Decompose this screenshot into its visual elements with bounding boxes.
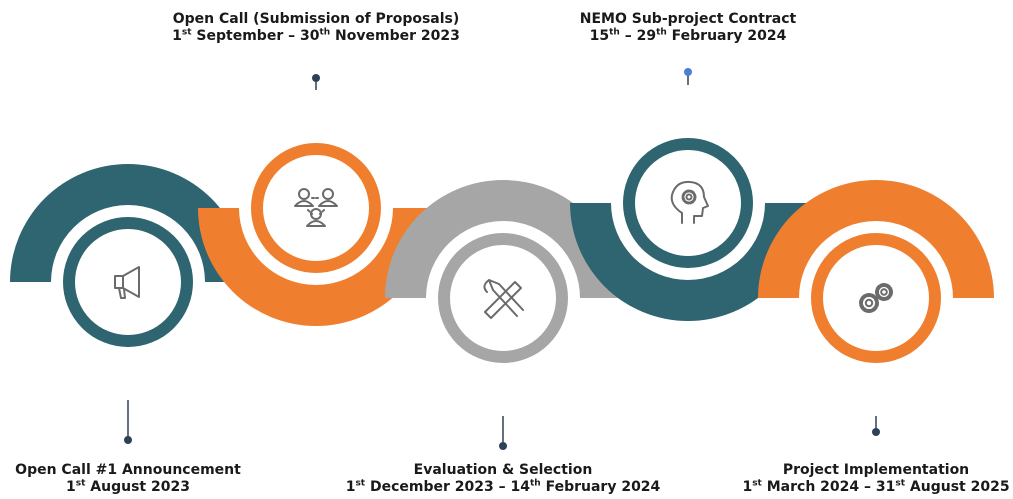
stage-5-date-part: March 2024 – 31 bbox=[761, 479, 896, 495]
stage-2-arc bbox=[198, 208, 434, 326]
stage-3-arc bbox=[385, 180, 621, 298]
stage-5-connector-dot bbox=[872, 428, 880, 436]
stage-4-arc bbox=[570, 203, 806, 321]
stage-2-title: Open Call (Submission of Proposals) bbox=[172, 11, 460, 27]
stage-1-date: 1st August 2023 bbox=[0, 479, 308, 496]
stage-2-date: 1st September – 30th November 2023 bbox=[136, 28, 496, 45]
gears-icon bbox=[859, 283, 893, 313]
stage-4-date-suffix: th bbox=[656, 27, 667, 38]
stage-5-title: Project Implementation bbox=[782, 462, 970, 478]
stage-3-connector-dot bbox=[499, 442, 507, 450]
stage-2-label: Open Call (Submission of Proposals)1st S… bbox=[136, 11, 496, 45]
stage-4-title: NEMO Sub-project Contract bbox=[579, 11, 797, 27]
stage-4-date-suffix: th bbox=[609, 27, 620, 38]
pen-ruler-icon bbox=[483, 279, 524, 319]
stage-5-arc bbox=[758, 180, 994, 298]
stage-4-date-part: 15 bbox=[589, 28, 610, 44]
stage-1-date-suffix: st bbox=[75, 478, 86, 489]
stage-5-date-part: 1 bbox=[742, 479, 753, 495]
stage-1-title: Open Call #1 Announcement bbox=[15, 462, 241, 478]
stage-1-ring bbox=[63, 217, 193, 347]
stage-1-connector-dot bbox=[124, 436, 132, 444]
stage-2-date-suffix: st bbox=[181, 27, 192, 38]
stage-5-date-part: August 2025 bbox=[905, 479, 1010, 495]
stage-4-date: 15th – 29th February 2024 bbox=[508, 28, 868, 45]
stage-2-date-suffix: th bbox=[319, 27, 331, 38]
stage-3-date-suffix: th bbox=[530, 478, 541, 489]
stage-4-connector-dot bbox=[684, 68, 692, 76]
stage-1-date-part: August 2023 bbox=[85, 479, 190, 495]
stage-2-date-part: 1 bbox=[172, 28, 182, 44]
stage-5-date: 1st March 2024 – 31st August 2025 bbox=[696, 479, 1013, 496]
stage-3-date-part: February 2024 bbox=[540, 479, 661, 495]
stage-1-date-part: 1 bbox=[66, 479, 76, 495]
stage-4-date-part: February 2024 bbox=[666, 28, 787, 44]
stage-3-date: 1st December 2023 – 14th February 2024 bbox=[323, 479, 683, 496]
stage-3-ring bbox=[438, 233, 568, 363]
stage-3-date-part: 1 bbox=[345, 479, 356, 495]
stage-3-date-suffix: st bbox=[355, 478, 366, 489]
stage-4-date-part: – 29 bbox=[619, 28, 657, 44]
stage-2-date-part: September – 30 bbox=[191, 28, 320, 44]
stage-2-date-part: November 2023 bbox=[330, 28, 460, 44]
stage-1-arc bbox=[10, 164, 246, 282]
people-network-icon bbox=[294, 188, 338, 227]
stage-5-date-suffix: st bbox=[895, 478, 906, 489]
megaphone-icon bbox=[114, 266, 140, 299]
head-gear-icon bbox=[670, 180, 709, 224]
stage-2-connector-dot bbox=[312, 74, 320, 82]
stage-5-date-suffix: st bbox=[752, 478, 762, 489]
stage-3-title: Evaluation & Selection bbox=[413, 462, 593, 478]
stage-3-date-part: December 2023 – 14 bbox=[365, 479, 530, 495]
